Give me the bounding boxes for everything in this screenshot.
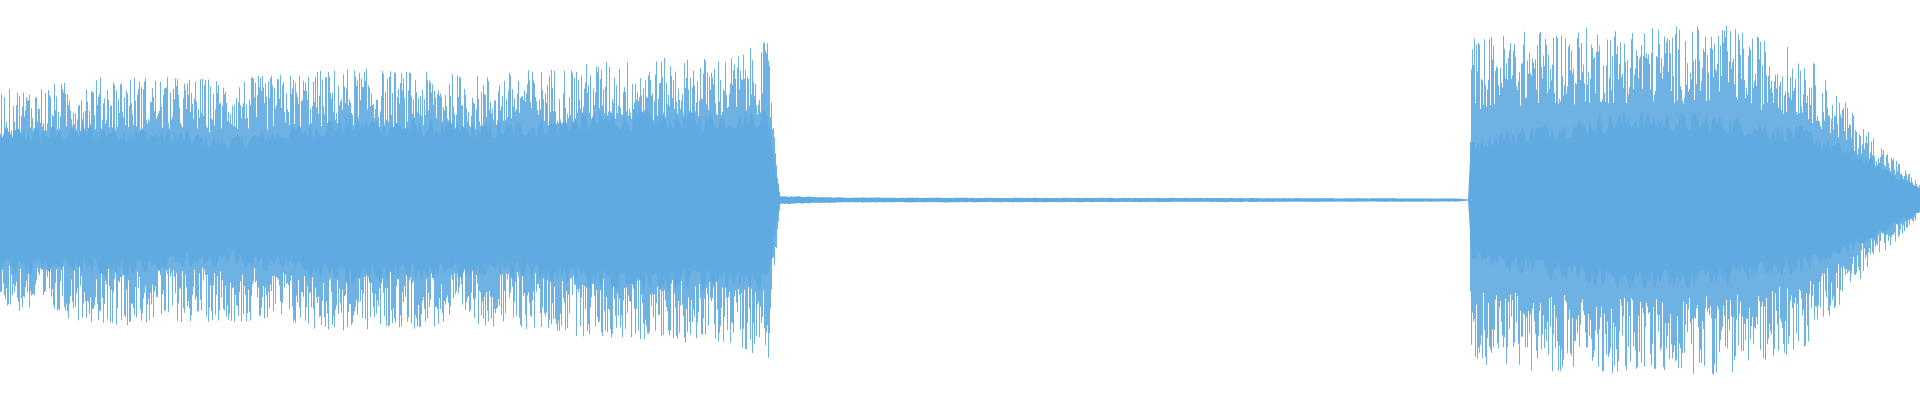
waveform-samples — [0, 25, 1920, 375]
